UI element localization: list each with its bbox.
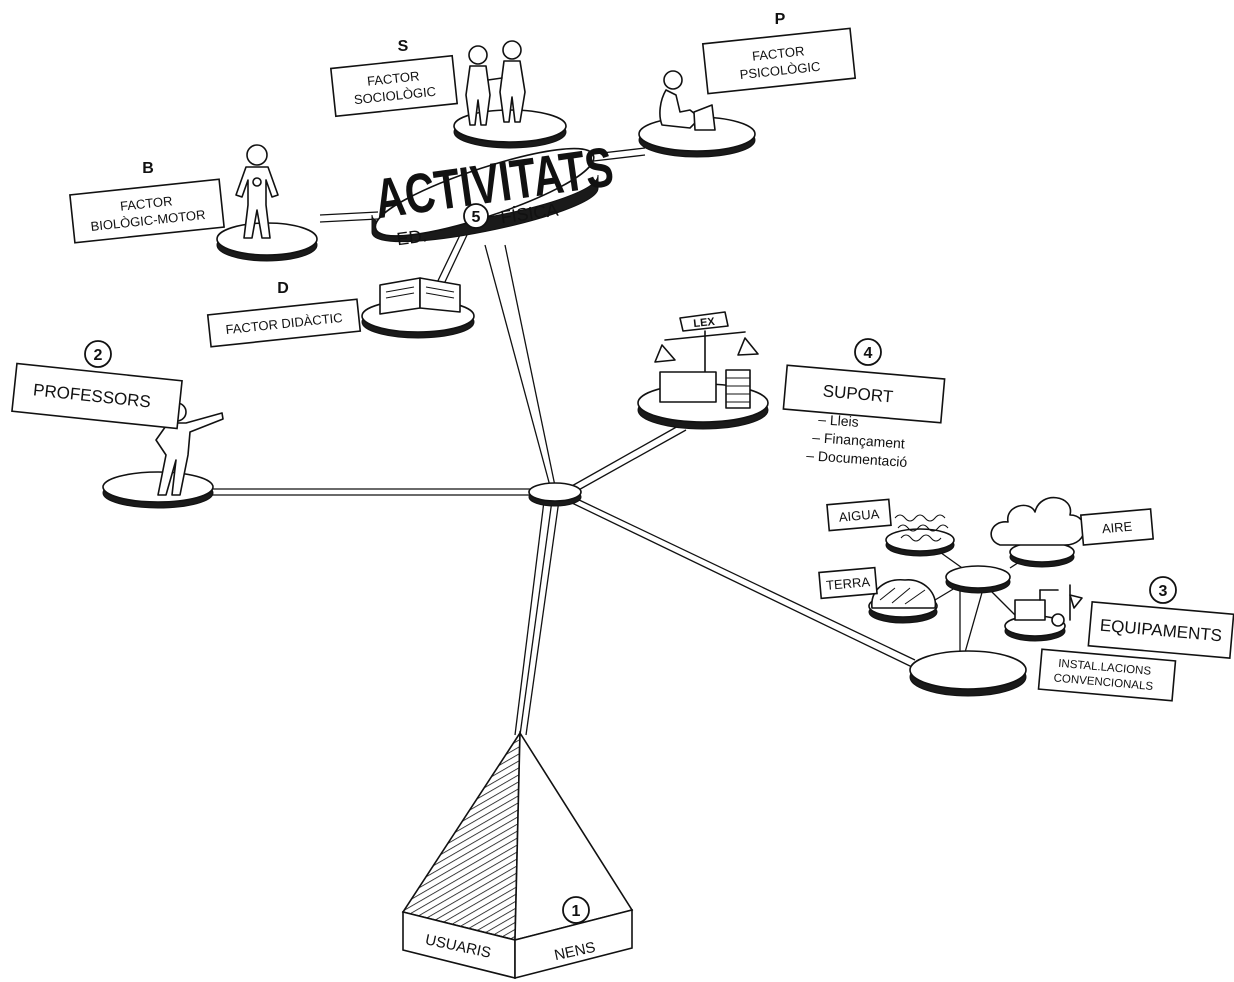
lex-label: LEX [693, 316, 716, 330]
aigua-box [826, 498, 892, 532]
factor-b-line1: FACTOR [119, 193, 173, 213]
aire-subnode: AIRE [990, 496, 1155, 568]
professors-number: 2 [94, 347, 103, 364]
equipaments-number-circle [1149, 576, 1177, 604]
factor-psicologic-node: P FACTOR PSICOLÒGIC [638, 11, 857, 158]
water-wave-icon [894, 514, 949, 542]
central-hub [528, 482, 582, 507]
cloud-icon [990, 496, 1086, 546]
factor-p-box [701, 27, 857, 95]
professors-box [11, 362, 183, 430]
factor-s-box [329, 54, 459, 118]
factor-biologic-node: B FACTOR BIOLÒGIC-MOTOR [69, 144, 318, 262]
two-people-icon [465, 40, 526, 126]
aire-box [1079, 508, 1155, 546]
factor-b-letter: B [142, 160, 154, 177]
factor-s-line1: FACTOR [366, 68, 420, 88]
aire-label: AIRE [1101, 519, 1133, 537]
network-spokes [200, 147, 1031, 736]
suport-number: 4 [864, 345, 873, 362]
coin-stack-icon [659, 369, 751, 409]
person-icon [235, 144, 279, 239]
factor-d-box [206, 298, 362, 348]
instal-lacions-subnode [1004, 584, 1083, 642]
activitats-platform: ACTIVITATS ED. 5 FÍSICA [371, 135, 617, 250]
terra-box [818, 566, 878, 600]
factor-b-box [69, 178, 225, 244]
factor-d-letter: D [277, 280, 289, 297]
factor-sociologic-node: S FACTOR SOCIOLÒGIC [329, 38, 567, 149]
usuaris-number: 1 [572, 903, 581, 920]
aigua-subnode: AIGUA [826, 498, 955, 557]
activitats-number: 5 [472, 209, 481, 226]
professors-node: 2 PROFESSORS [11, 340, 224, 509]
suport-node: LEX 4 SUPORT – Lleis – Finançament – Doc… [637, 311, 946, 470]
suport-item-documentacio: – Documentació [806, 447, 908, 470]
equipaments-node: AIGUA AIRE TERRA [818, 496, 1234, 702]
book-icon [379, 277, 461, 315]
suport-item-financament: – Finançament [812, 429, 906, 451]
building-icon [1014, 584, 1083, 627]
factor-s-letter: S [398, 38, 409, 55]
activitats-ed-label: ED. [395, 225, 428, 249]
factor-didactic-node: D FACTOR DIDÀCTIC [206, 277, 475, 348]
professors-number-circle [84, 340, 112, 368]
suport-item-lleis: – Lleis [818, 411, 859, 430]
terra-subnode: TERRA [818, 566, 938, 624]
factor-p-letter: P [775, 11, 786, 28]
equipaments-number: 3 [1159, 583, 1168, 600]
usuaris-pyramid: 1 USUARIS NENS [401, 730, 634, 980]
suport-box [782, 364, 946, 424]
instal-lacions-box [1037, 648, 1177, 702]
suport-number-circle [854, 338, 882, 366]
factor-p-line1: FACTOR [751, 43, 805, 63]
thinker-icon [659, 70, 716, 131]
aigua-label: AIGUA [838, 506, 880, 524]
equipaments-box [1087, 601, 1234, 659]
terra-label: TERRA [825, 574, 871, 593]
usuaris-number-circle [562, 896, 590, 924]
activitats-number-circle [463, 203, 489, 229]
